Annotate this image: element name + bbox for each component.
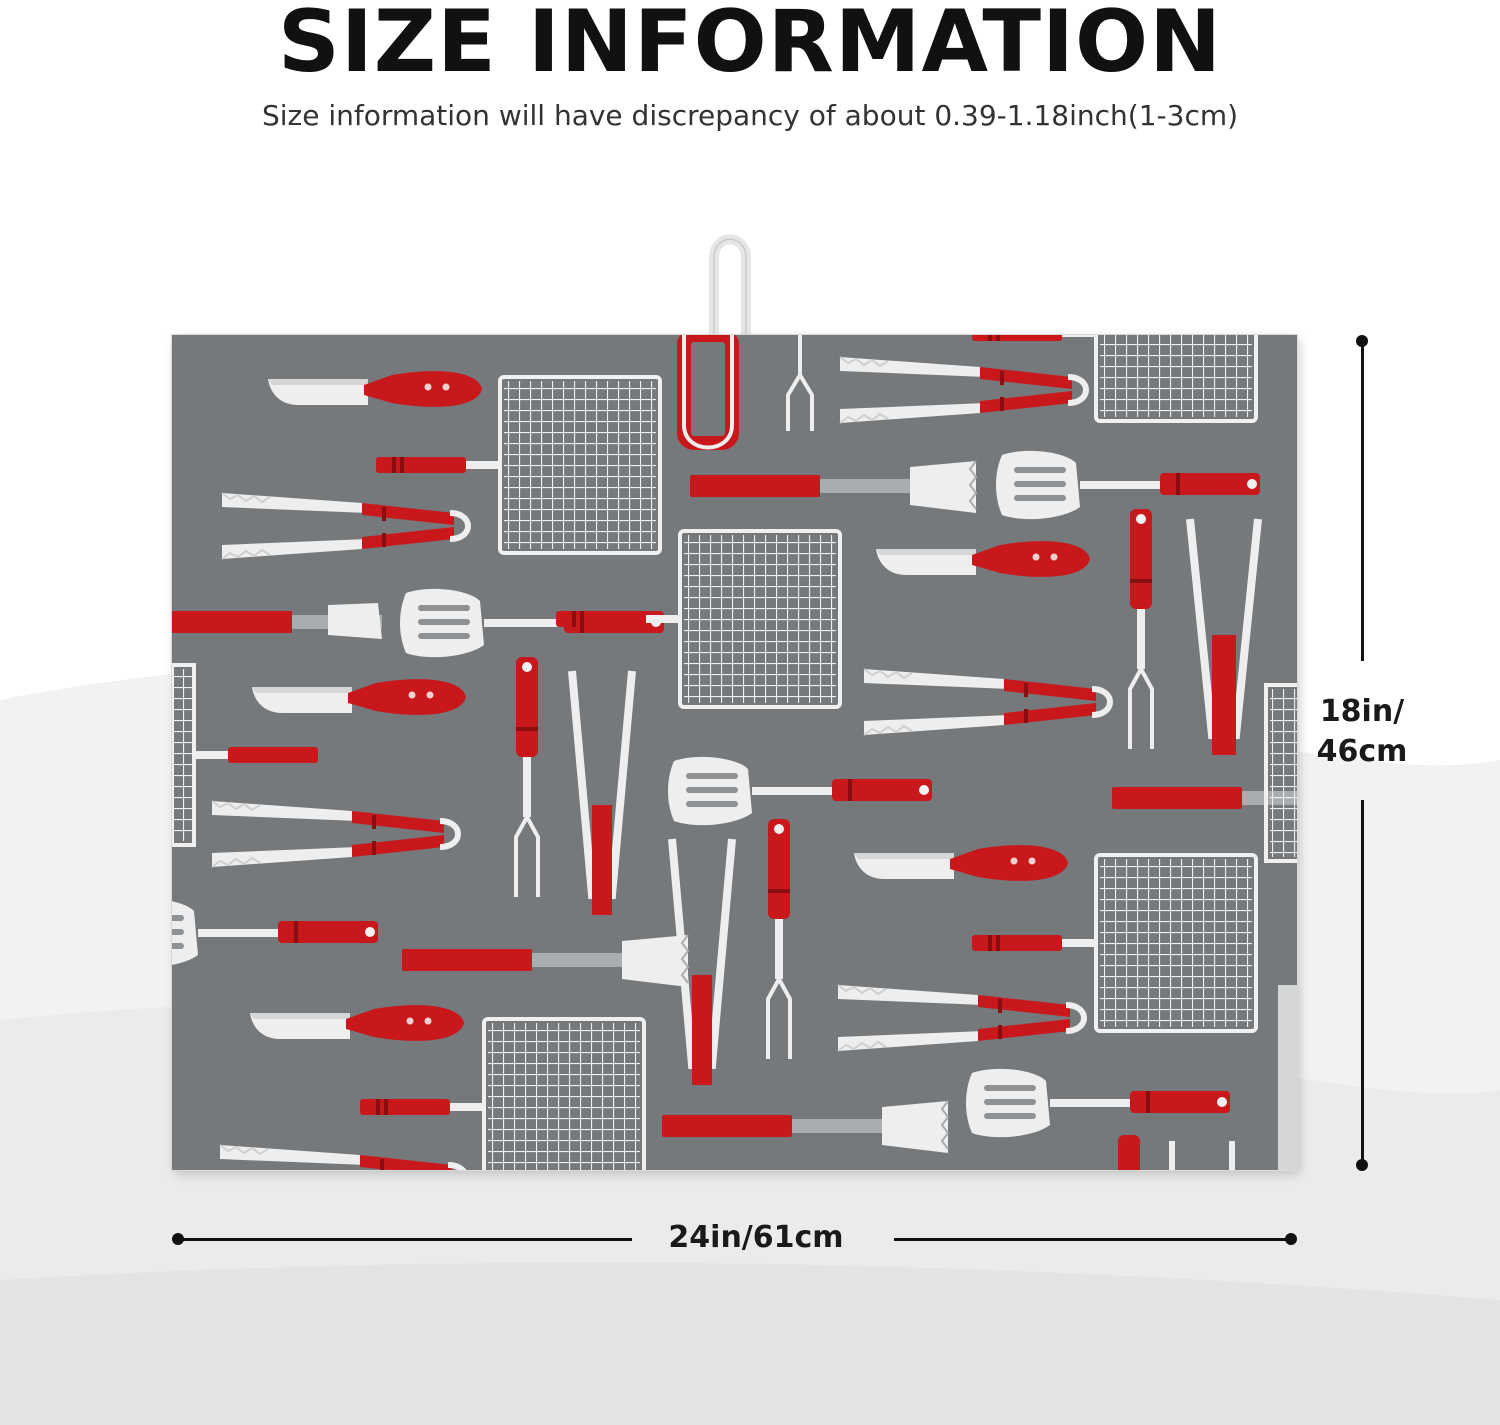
dish-drying-mat: [172, 335, 1297, 1170]
page-title: SIZE INFORMATION: [277, 0, 1223, 92]
height-dimension-line-bottom: [1361, 800, 1364, 1164]
width-dimension-line-left: [178, 1238, 632, 1241]
size-discrepancy-note: Size information will have discrepancy o…: [261, 99, 1239, 132]
height-dimension-line-top: [1361, 341, 1364, 661]
height-dimension-label: 18in/ 46cm: [1302, 692, 1422, 772]
width-dimension-label: 24in/61cm: [668, 1220, 844, 1255]
width-dimension-line-right: [894, 1238, 1292, 1241]
hanging-loop-icon: [709, 234, 751, 338]
height-cm-label: 46cm: [1316, 734, 1408, 769]
width-dimension-right-dot: [1285, 1233, 1297, 1245]
bbq-tools-pattern: [172, 335, 1297, 1170]
height-dimension-bottom-dot: [1356, 1159, 1368, 1171]
height-inches-label: 18in/: [1319, 694, 1405, 729]
